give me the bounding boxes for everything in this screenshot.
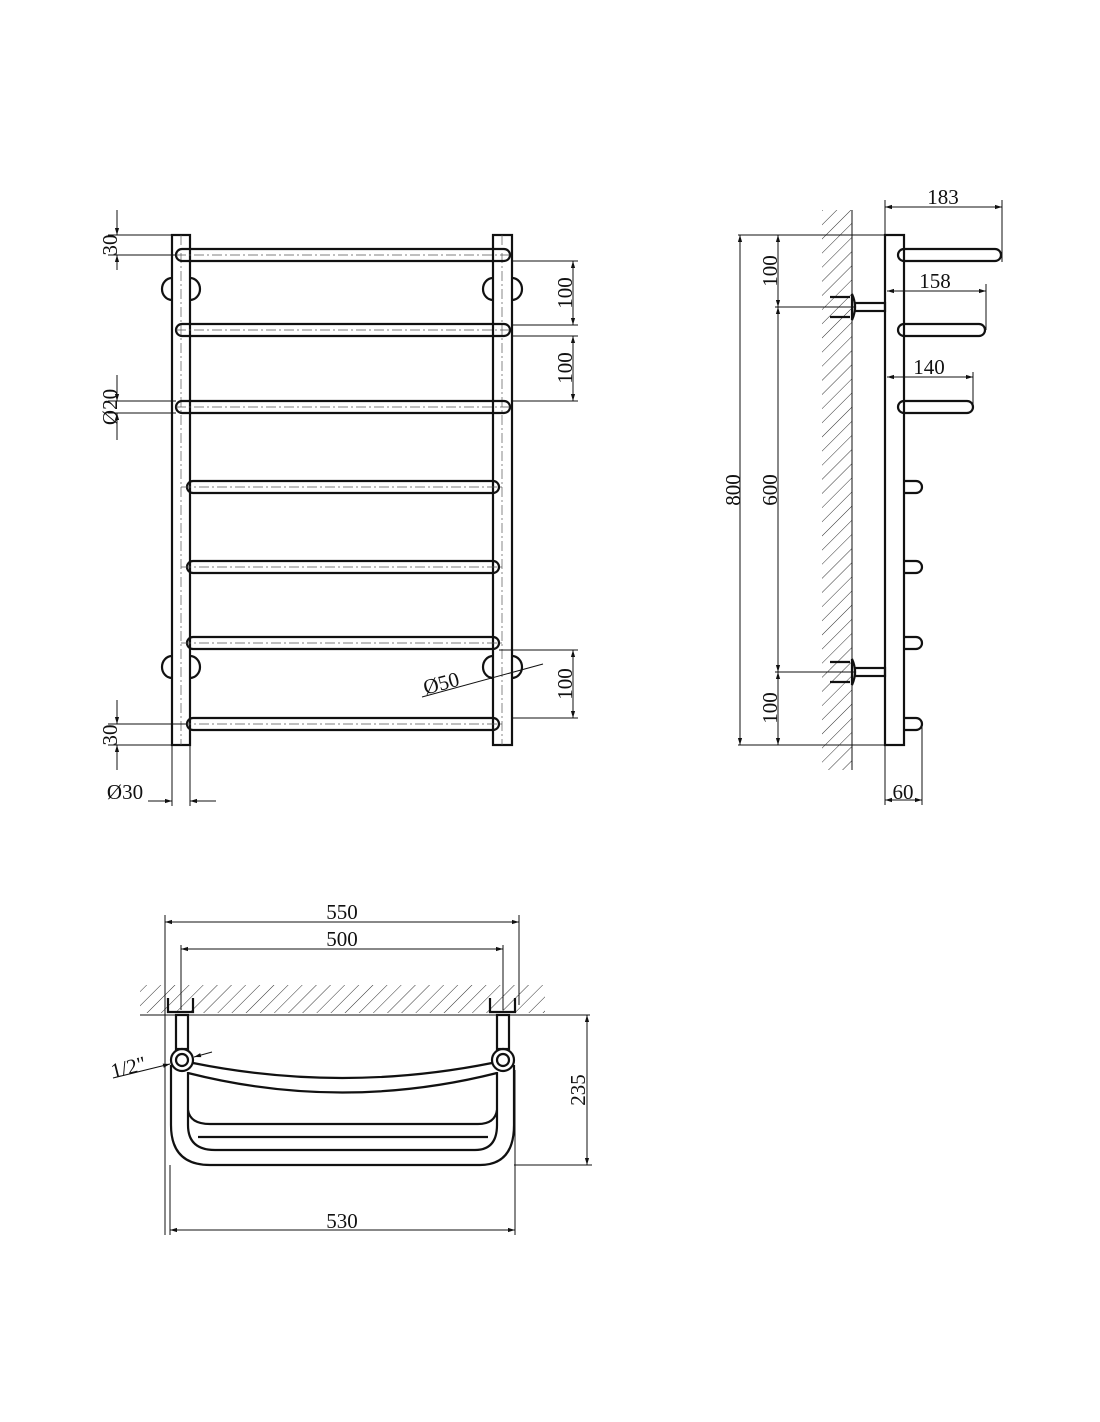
dim-overall-width: 550 bbox=[326, 900, 358, 924]
dim-bottom-pitch: 100 bbox=[553, 668, 577, 700]
dim-bottom-offset: 30 bbox=[98, 725, 122, 746]
wall-hatch-top bbox=[140, 985, 545, 1013]
side-bars bbox=[896, 247, 1003, 732]
side-rail bbox=[883, 233, 906, 747]
dim-depth-third: 140 bbox=[913, 355, 945, 379]
wall-hatch bbox=[822, 210, 852, 770]
dim-top-offset: 30 bbox=[98, 235, 122, 256]
dim-projection: 235 bbox=[566, 1074, 590, 1106]
dim-bracket-spacing: 600 bbox=[758, 474, 782, 506]
towel-bars bbox=[174, 247, 512, 732]
front-view: 30 100 100 Ø20 Ø50 100 30 Ø30 bbox=[98, 210, 578, 806]
dim-bar-pitch-2: 100 bbox=[553, 352, 577, 384]
dim-bracket-diameter: Ø50 bbox=[421, 667, 462, 700]
dim-bar-pitch-1: 100 bbox=[553, 277, 577, 309]
right-rail bbox=[491, 233, 514, 747]
dim-bottom-width: 530 bbox=[326, 1209, 358, 1233]
wall-brackets bbox=[160, 276, 524, 680]
dim-center-distance: 500 bbox=[326, 927, 358, 951]
top-view: 550 500 1/2" 235 530 bbox=[108, 900, 592, 1235]
dim-depth-top: 183 bbox=[927, 185, 959, 209]
dim-top-to-bracket: 100 bbox=[758, 255, 782, 287]
dim-depth-second: 158 bbox=[919, 269, 951, 293]
dim-connection: 1/2" bbox=[108, 1051, 148, 1083]
dim-total-height: 800 bbox=[721, 474, 745, 506]
side-view: 183 158 140 800 100 600 100 60 bbox=[721, 185, 1003, 805]
dim-bar-diameter: Ø20 bbox=[98, 389, 122, 425]
dim-bracket-to-bottom: 100 bbox=[758, 692, 782, 724]
dim-rail-depth: 60 bbox=[893, 780, 914, 804]
dim-rail-diameter: Ø30 bbox=[107, 780, 143, 804]
rail-profile bbox=[169, 1047, 516, 1167]
